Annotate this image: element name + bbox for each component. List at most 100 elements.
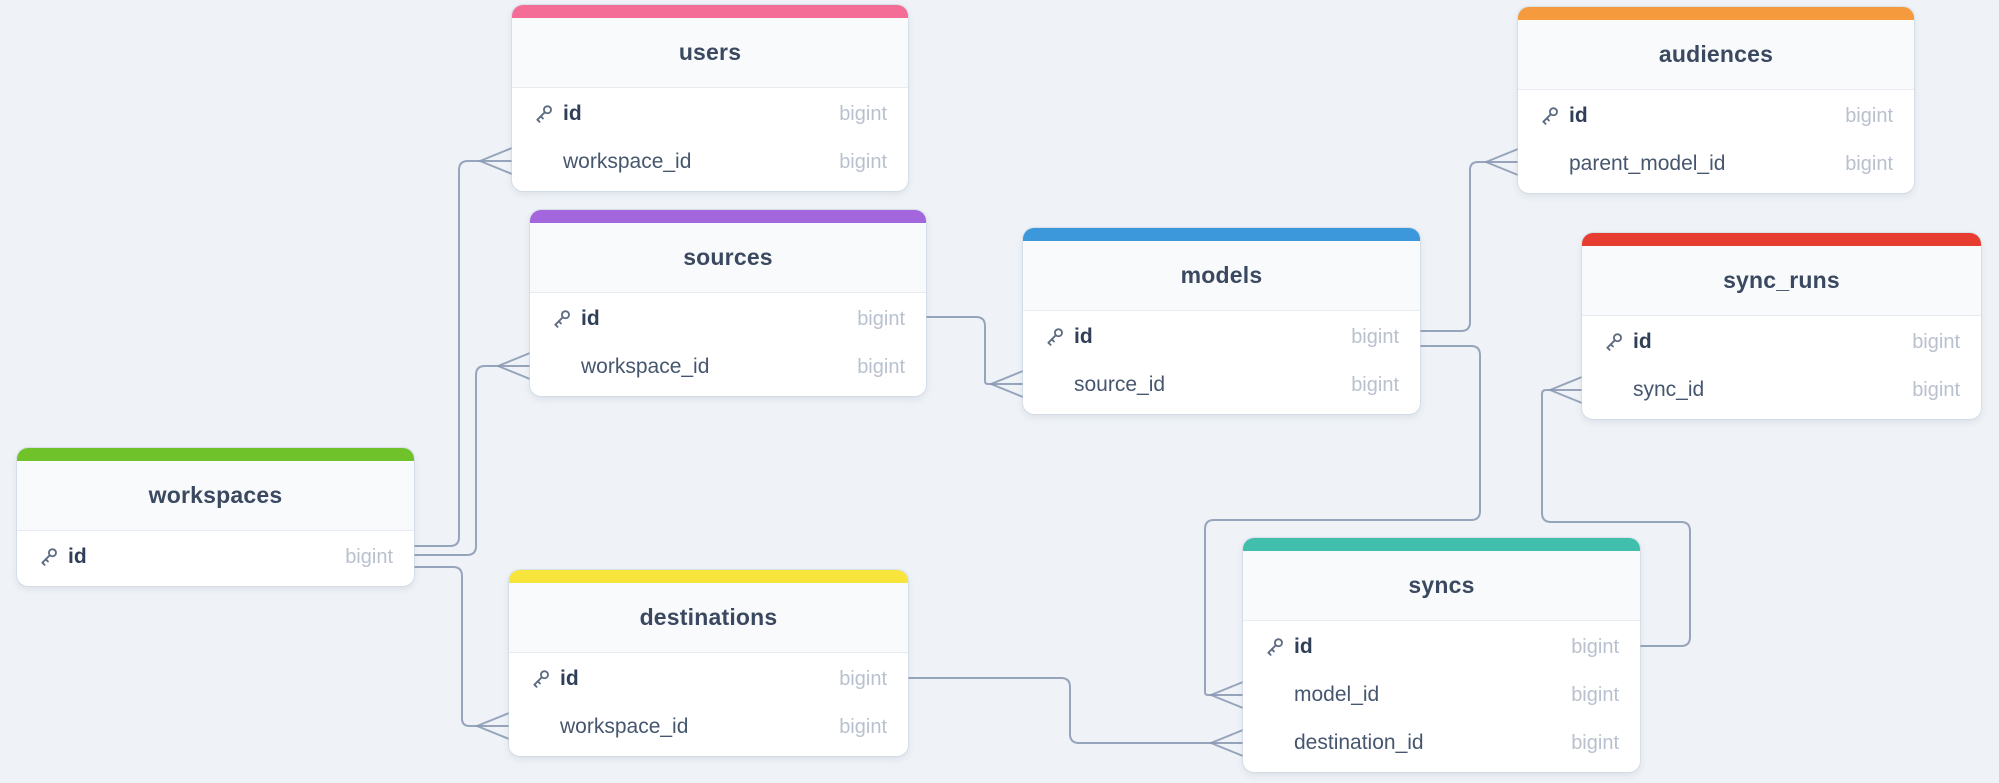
- table-accent-bar: [1243, 538, 1640, 551]
- connector-workspaces.id-to-sources.workspace_id: [413, 352, 531, 556]
- table-accent-bar: [1582, 233, 1981, 246]
- key-icon: [38, 546, 61, 569]
- column-name: id: [560, 667, 579, 690]
- table-title: workspaces: [148, 482, 283, 508]
- crow-foot: [990, 370, 1024, 385]
- key-icon: [1603, 331, 1626, 354]
- column-name: model_id: [1294, 683, 1380, 706]
- crow-foot: [1210, 729, 1244, 744]
- column-name: source_id: [1074, 373, 1166, 396]
- column-row-sync_runs-sync_id[interactable]: sync_id bigint: [1582, 366, 1981, 414]
- table-columns: id bigint workspace_id bigint: [509, 653, 908, 756]
- table-header-sources[interactable]: sources: [530, 223, 926, 293]
- column-name: id: [68, 545, 87, 568]
- column-row-syncs-id[interactable]: id bigint: [1243, 623, 1640, 671]
- connector-models.id-to-syncs.model_id: [1204, 345, 1481, 709]
- connector-workspaces.id-to-destinations.workspace_id: [413, 566, 510, 740]
- table-accent-bar: [530, 210, 926, 223]
- table-accent-bar: [1518, 7, 1914, 20]
- column-name: workspace_id: [560, 715, 689, 738]
- table-header-sync_runs[interactable]: sync_runs: [1582, 246, 1981, 316]
- crow-foot: [476, 712, 510, 727]
- table-header-syncs[interactable]: syncs: [1243, 551, 1640, 621]
- column-type: bigint: [1845, 152, 1893, 175]
- column-name: parent_model_id: [1569, 152, 1726, 175]
- column-row-audiences-id[interactable]: id bigint: [1518, 92, 1914, 140]
- column-name: id: [581, 307, 600, 330]
- table-accent-bar: [1023, 228, 1420, 241]
- column-type: bigint: [839, 715, 887, 738]
- column-type: bigint: [857, 307, 905, 330]
- table-title: destinations: [639, 604, 778, 630]
- connector-destinations.id-to-syncs.destination_id: [907, 677, 1244, 757]
- table-header-users[interactable]: users: [512, 18, 908, 88]
- column-name: id: [563, 102, 582, 125]
- column-name: id: [1294, 635, 1313, 658]
- column-row-workspaces-id[interactable]: id bigint: [17, 533, 414, 581]
- table-title: audiences: [1658, 41, 1774, 67]
- column-row-syncs-model_id[interactable]: model_id bigint: [1243, 671, 1640, 719]
- table-title: users: [678, 39, 742, 65]
- table-columns: id bigint parent_model_id bigint: [1518, 90, 1914, 193]
- crow-foot: [1549, 376, 1583, 391]
- column-row-audiences-parent_model_id[interactable]: parent_model_id bigint: [1518, 140, 1914, 188]
- crow-foot: [479, 147, 513, 162]
- table-accent-bar: [512, 5, 908, 18]
- column-type: bigint: [1845, 104, 1893, 127]
- crow-foot: [1549, 389, 1583, 404]
- column-row-destinations-id[interactable]: id bigint: [509, 655, 908, 703]
- column-row-syncs-destination_id[interactable]: destination_id bigint: [1243, 719, 1640, 767]
- crow-foot: [1485, 148, 1519, 163]
- crow-foot: [1210, 681, 1244, 696]
- table-destinations[interactable]: destinations id bigint workspace_id bigint: [509, 570, 908, 756]
- connector-models.id-to-audiences.parent_model_id: [1419, 148, 1519, 332]
- column-type: bigint: [1912, 330, 1960, 353]
- column-name: sync_id: [1633, 378, 1705, 401]
- table-columns: id bigint sync_id bigint: [1582, 316, 1981, 419]
- column-name: id: [1633, 330, 1652, 353]
- table-header-models[interactable]: models: [1023, 241, 1420, 311]
- crow-foot: [1210, 742, 1244, 757]
- table-title: syncs: [1408, 572, 1475, 598]
- table-accent-bar: [509, 570, 908, 583]
- column-type: bigint: [1912, 378, 1960, 401]
- column-name: id: [1074, 325, 1093, 348]
- crow-foot: [479, 160, 513, 175]
- connector-syncs.id-to-sync_runs.sync_id: [1541, 376, 1691, 647]
- column-type: bigint: [1571, 683, 1619, 706]
- column-name: id: [1569, 104, 1588, 127]
- crow-foot: [497, 352, 531, 367]
- column-type: bigint: [1571, 635, 1619, 658]
- table-title: sources: [683, 244, 773, 270]
- column-row-sync_runs-id[interactable]: id bigint: [1582, 318, 1981, 366]
- table-header-audiences[interactable]: audiences: [1518, 20, 1914, 90]
- column-type: bigint: [1571, 731, 1619, 754]
- table-audiences[interactable]: audiences id bigint parent_model_id bigint: [1518, 7, 1914, 193]
- table-header-workspaces[interactable]: workspaces: [17, 461, 414, 531]
- column-type: bigint: [839, 667, 887, 690]
- column-row-sources-id[interactable]: id bigint: [530, 295, 926, 343]
- column-row-destinations-workspace_id[interactable]: workspace_id bigint: [509, 703, 908, 751]
- column-type: bigint: [1351, 373, 1399, 396]
- column-type: bigint: [345, 545, 393, 568]
- column-row-models-source_id[interactable]: source_id bigint: [1023, 361, 1420, 409]
- table-workspaces[interactable]: workspaces id bigint: [17, 448, 414, 586]
- crow-foot: [497, 365, 531, 380]
- table-header-destinations[interactable]: destinations: [509, 583, 908, 653]
- key-icon: [1044, 326, 1067, 349]
- column-name: destination_id: [1294, 731, 1424, 754]
- key-icon: [551, 308, 574, 331]
